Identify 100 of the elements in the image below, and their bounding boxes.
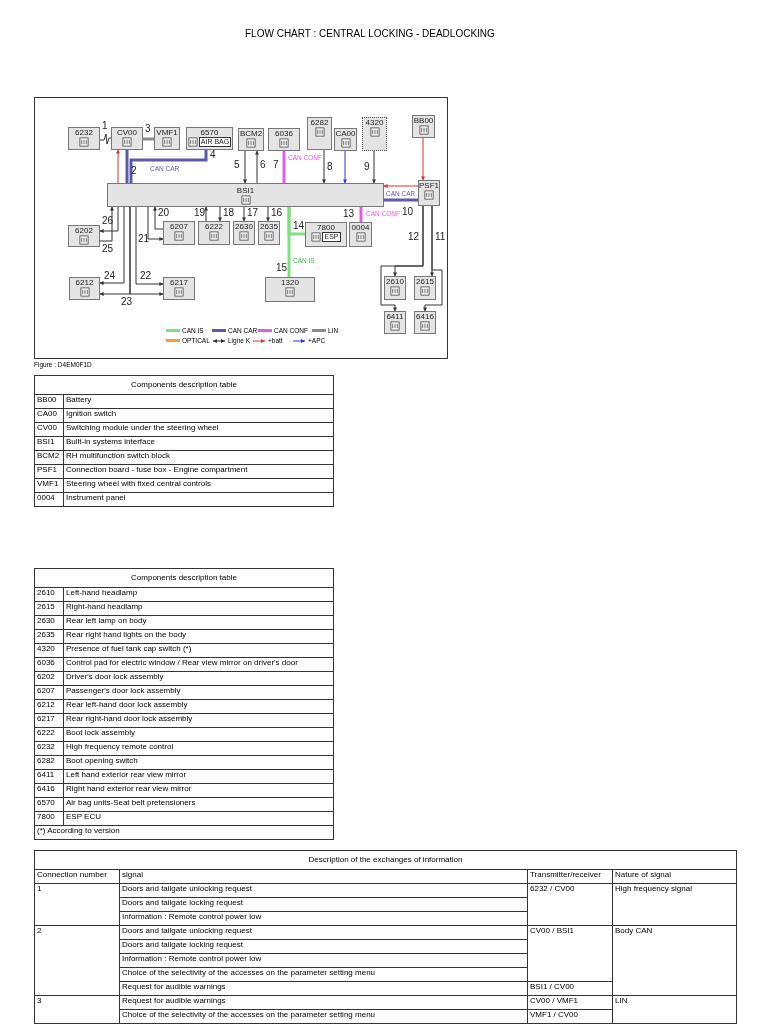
component-code: 6282 <box>34 755 64 770</box>
component-code: 4320 <box>365 118 384 127</box>
connection-number: 1 <box>102 121 108 131</box>
component-code: CA00 <box>335 129 356 138</box>
component-code: 7800 <box>34 811 64 826</box>
component-description: Passenger's door lock assembly <box>63 685 334 700</box>
component-box <box>349 222 372 247</box>
connector-line <box>421 137 425 181</box>
component-box <box>362 117 387 151</box>
connector-line <box>266 206 270 222</box>
component-box <box>163 277 195 300</box>
component-code: PSF1 <box>34 464 64 479</box>
component-description: Driver's door lock assembly <box>63 671 334 686</box>
connection-number: 21 <box>138 234 150 244</box>
signal-description: Doors and tailgate locking request <box>119 897 528 912</box>
component-code: 6222 <box>34 727 64 742</box>
component-code: BB00 <box>413 116 434 125</box>
footnote: (*) According to version <box>34 825 334 840</box>
page-title: FLOW CHART : CENTRAL LOCKING - DEADLOCKING <box>245 28 495 39</box>
connector-line <box>287 207 291 277</box>
component-code: 6416 <box>416 312 434 321</box>
connector-line <box>218 206 222 222</box>
component-box <box>334 128 357 151</box>
connector-line <box>99 206 119 233</box>
connector-line <box>99 133 112 145</box>
component-code: 2610 <box>34 587 64 602</box>
transmitter-receiver: 6232 / CV00 <box>527 883 613 926</box>
component-code: 0004 <box>351 223 370 232</box>
component-code: 6232 <box>34 741 64 756</box>
connection-number: 4 <box>210 150 216 160</box>
connector-line <box>204 206 208 222</box>
connection-number: 18 <box>223 208 235 218</box>
component-description: High frequency remote control <box>63 741 334 756</box>
component-description: Instrument panel <box>63 492 334 507</box>
connection-number: 20 <box>158 208 170 218</box>
component-code: BSI1 <box>236 185 255 195</box>
component-code: 6207 <box>170 222 188 231</box>
connection-number: 15 <box>276 263 288 273</box>
signal-description: Choice of the selectivity of the accesses on the parameter setting menu <box>119 967 528 982</box>
component-code: 6036 <box>34 657 64 672</box>
component-description: Built-in systems interface <box>63 436 334 451</box>
component-box <box>198 221 230 245</box>
component-code: 6416 <box>34 783 64 798</box>
connector-line <box>383 184 420 188</box>
connection-number: 16 <box>271 208 283 218</box>
component-code: BCM2 <box>34 450 64 465</box>
connection-number: 3 <box>34 995 120 1024</box>
connector-line <box>99 206 125 285</box>
component-code: 1320 <box>281 278 299 287</box>
component-code: BB00 <box>34 394 64 409</box>
connection-number: 10 <box>402 207 414 217</box>
connector-line <box>125 150 129 183</box>
connection-number: 26 <box>102 216 114 226</box>
component-code: 6212 <box>34 699 64 714</box>
component-description: Steering wheel with fixed central controls <box>63 478 334 493</box>
component-description: Switching module under the steering wheel <box>63 422 334 437</box>
component-code: 6212 <box>75 278 94 287</box>
component-code: CA00 <box>34 408 64 423</box>
component-code: 6217 <box>170 278 188 287</box>
component-code: 6411 <box>386 312 404 321</box>
component-box <box>418 180 440 206</box>
component-description: Left hand exterior rear view mirror <box>63 769 334 784</box>
component-code: 2630 <box>34 615 64 630</box>
component-code: 2615 <box>416 277 434 286</box>
component-box <box>307 117 332 150</box>
connection-number: 25 <box>102 244 114 254</box>
column-header: Nature of signal <box>612 869 737 884</box>
component-code: 4320 <box>34 643 64 658</box>
connection-number: 9 <box>364 162 370 172</box>
component-description: Air bag units-Seat belt pretensioners <box>63 797 334 812</box>
connector-line <box>135 206 164 286</box>
component-description: ESP ECU <box>63 811 334 826</box>
connection-number: 3 <box>145 124 151 134</box>
signal-type: Body CAN <box>612 925 737 996</box>
component-description: Boot lock assembly <box>63 727 334 742</box>
connector-line <box>243 150 247 184</box>
component-box <box>305 222 347 247</box>
signal-type: LIN <box>612 995 737 1024</box>
transmitter-receiver: VMF1 / CV00 <box>527 1009 613 1024</box>
table-title: Components description table <box>34 375 334 395</box>
component-description: Connection board - fuse box - Engine compartment <box>63 464 334 479</box>
table-title: Description of the exchanges of information <box>34 850 737 870</box>
signal-description: Information : Remote control power low <box>119 911 528 926</box>
component-code: 6217 <box>34 713 64 728</box>
component-box <box>68 127 100 150</box>
component-description: Right-hand headlamp <box>63 601 334 616</box>
connector-line <box>129 150 208 183</box>
connection-number: 24 <box>104 271 116 281</box>
component-code: 6222 <box>205 222 223 231</box>
connection-number: 12 <box>408 232 420 242</box>
component-code: 2615 <box>34 601 64 616</box>
component-description: Rear right hand lights on the body <box>63 629 334 644</box>
component-code: PSF1 <box>419 181 439 190</box>
component-box <box>68 225 100 247</box>
transmitter-receiver: BSI1 / CV00 <box>527 981 613 996</box>
component-code: 6411 <box>34 769 64 784</box>
component-description: Presence of fuel tank cap switch (*) <box>63 643 334 658</box>
component-description: Control pad for electric window / Rear view mirror on driver's door <box>63 657 334 672</box>
component-box <box>414 276 436 300</box>
connection-number: 19 <box>194 208 206 218</box>
